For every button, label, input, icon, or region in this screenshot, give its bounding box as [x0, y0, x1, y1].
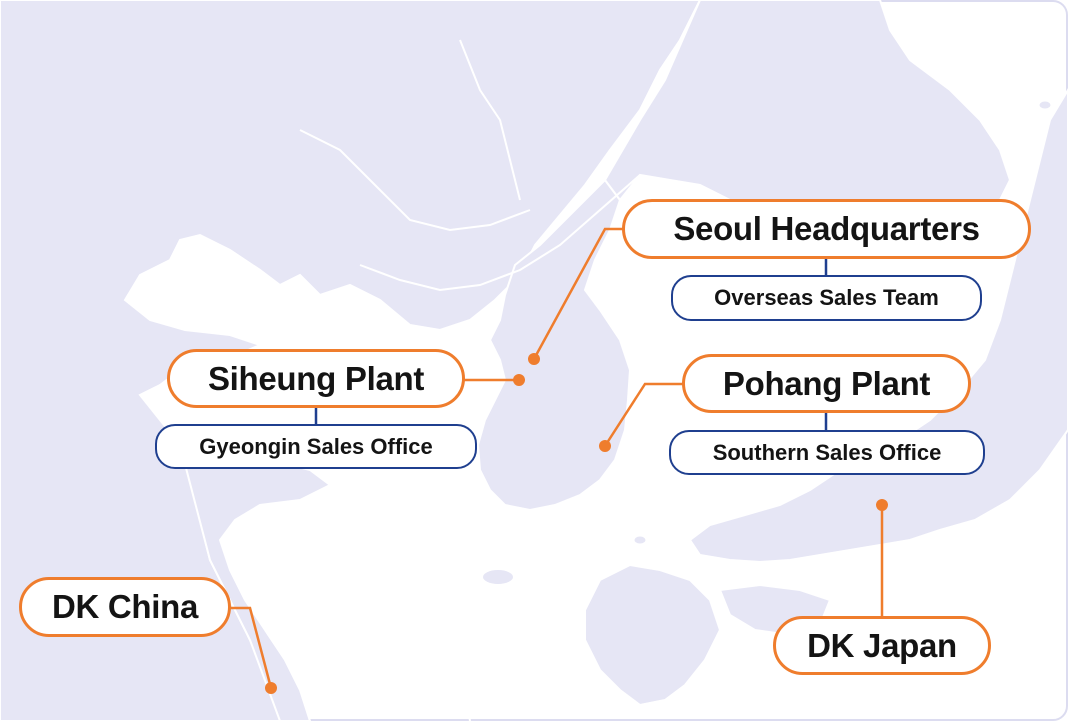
land-jeju	[481, 568, 515, 586]
connector-pohang	[603, 382, 684, 447]
dk-china-label[interactable]: DK China	[19, 577, 231, 637]
border-line-4	[459, 39, 521, 201]
land-islet-2	[633, 535, 647, 545]
overseas-sales-team-label[interactable]: Overseas Sales Team	[671, 275, 982, 321]
gyeongin-sales-office-label[interactable]: Gyeongin Sales Office	[155, 424, 477, 469]
location-dot-siheung	[513, 374, 525, 386]
location-dot-japan	[876, 499, 888, 511]
pohang-plant-label[interactable]: Pohang Plant	[682, 354, 971, 413]
land-japan-kyushu	[584, 563, 722, 707]
southern-sales-office-label[interactable]: Southern Sales Office	[669, 430, 985, 475]
border-line-2	[369, 359, 471, 721]
dk-japan-label[interactable]: DK Japan	[773, 616, 991, 675]
siheung-plant-label[interactable]: Siheung Plant	[167, 349, 465, 408]
connector-china	[230, 606, 273, 689]
land-islet-1	[1038, 100, 1052, 110]
location-dot-seoul	[528, 353, 540, 365]
seoul-headquarters-label[interactable]: Seoul Headquarters	[622, 199, 1031, 259]
border-line-1	[359, 174, 641, 292]
connectors	[230, 227, 884, 689]
location-dot-china	[265, 682, 277, 694]
sub-connectors	[314, 259, 828, 430]
location-dot-pohang	[599, 440, 611, 452]
land-china-east	[178, 443, 332, 721]
location-dots	[265, 353, 888, 694]
border-line-3	[299, 129, 531, 232]
connector-seoul	[532, 227, 624, 360]
